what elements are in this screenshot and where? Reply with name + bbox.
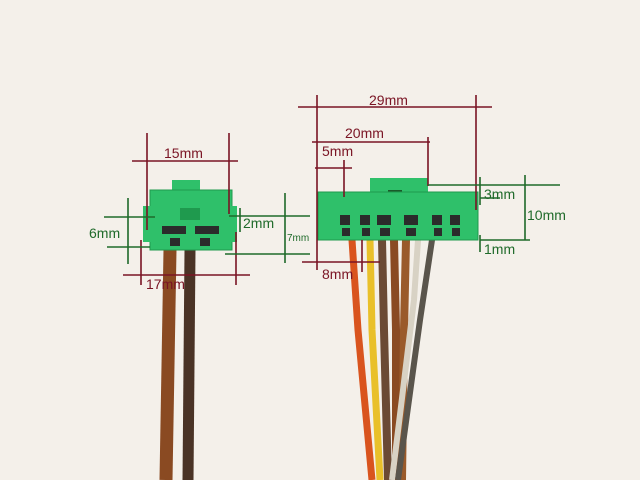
green-dimension-lines bbox=[104, 175, 560, 264]
right-bottom-step-label: 1mm bbox=[484, 241, 516, 257]
left-height-label: 6mm bbox=[89, 225, 121, 241]
right-offset-left-label: 5mm bbox=[322, 143, 354, 159]
right-connector bbox=[317, 178, 479, 241]
left-connector bbox=[143, 180, 237, 251]
right-wires bbox=[348, 239, 435, 480]
left-width-bottom-label: 17mm bbox=[146, 276, 185, 292]
right-width-total-label: 29mm bbox=[369, 92, 408, 108]
left-height-right-label: 7mm bbox=[287, 233, 310, 244]
right-offset-bottom-label: 8mm bbox=[322, 266, 354, 282]
left-width-top-label: 15mm bbox=[164, 145, 203, 161]
right-width-mid-label: 20mm bbox=[345, 125, 384, 141]
right-top-step-label: 3mm bbox=[484, 186, 516, 202]
left-offset-right-label: 2mm bbox=[243, 215, 275, 231]
right-height-label: 10mm bbox=[527, 207, 566, 223]
left-wires bbox=[159, 249, 196, 480]
red-dimension-lines bbox=[123, 95, 492, 285]
